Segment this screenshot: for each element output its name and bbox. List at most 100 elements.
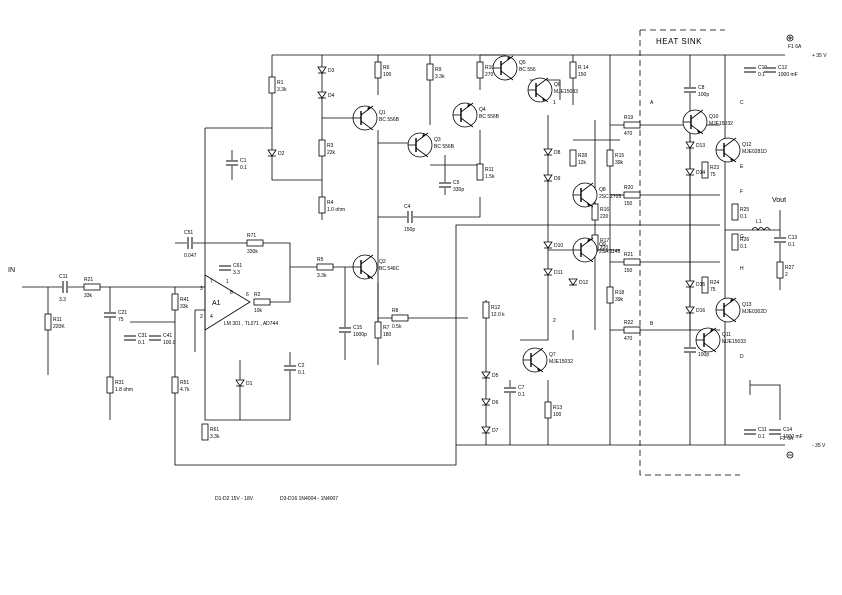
transistor-type: MJE15032 [549, 359, 573, 365]
resistor-name: R17 [600, 238, 609, 244]
pos-rail-label: + 35 V [812, 53, 827, 59]
resistor-name: R41 [180, 297, 189, 303]
node-2: 2 [553, 318, 556, 324]
transistor-name: Q11 [722, 332, 731, 338]
resistor-value: 220 [600, 214, 609, 220]
capacitor-name: C41 [163, 333, 172, 339]
resistor-value: 220K [53, 324, 65, 330]
capacitor-name: C5 [453, 180, 460, 186]
capacitor-name: C51 [184, 230, 193, 236]
transistor-type: MJE15032 [709, 121, 733, 127]
resistor-value: 270 [485, 72, 494, 78]
resistor-name: R61 [210, 427, 219, 433]
resistor-r8: R80.5k [391, 308, 409, 330]
resistor-name: R31 [115, 380, 124, 386]
capacitor-value: 100.0 [163, 340, 176, 346]
resistor-name: R16 [600, 207, 609, 213]
resistor-value: 1.0 ohm [327, 207, 345, 213]
resistor-value: 1.5k [485, 174, 495, 180]
capacitor-name: C10 [758, 65, 767, 71]
capacitor-c7: C70.1 [504, 385, 525, 398]
resistor-name: R28 [578, 153, 587, 159]
diode-name: D7 [492, 428, 499, 434]
diode-d12: D12 [568, 278, 588, 286]
resistor-name: R18 [615, 290, 624, 296]
resistor-name: R8 [392, 308, 399, 314]
opamp-pin4: 4 [210, 314, 213, 320]
diode-name: D10 [554, 243, 563, 249]
inductor-label: L1 [756, 219, 762, 225]
capacitor-value: 100p [698, 92, 709, 98]
resistor-name: R20 [624, 185, 633, 191]
resistor-name: R1 [277, 80, 284, 86]
diode-d7: D7 [481, 426, 499, 434]
resistor-value: 0.1 [740, 214, 747, 220]
resistor-value: 470 [624, 131, 633, 137]
resistor-r1: R13.3k [268, 76, 287, 94]
resistor-name: R12 [491, 305, 500, 311]
diode-name: D9 [554, 176, 561, 182]
resistor-value: 150 [578, 72, 587, 78]
diode-name: D8 [554, 150, 561, 156]
diode-name: D3 [328, 68, 335, 74]
capacitor-name: C11 [59, 274, 68, 280]
node-f: F [740, 189, 743, 195]
resistor-value: 75 [710, 172, 716, 178]
resistor-name: R23 [710, 165, 719, 171]
resistor-value: 330k [247, 249, 258, 255]
transistor-name: Q5 [519, 60, 526, 66]
heat-sink-outline [639, 29, 740, 476]
transistor-type: BC 546C [379, 266, 400, 272]
transistor-type: MJE15033 [554, 89, 578, 95]
resistor-value: 3.3k [277, 87, 287, 93]
resistor-value: 150 [624, 268, 633, 274]
resistor-name: R26 [740, 237, 749, 243]
resistor-value: 22k [327, 150, 336, 156]
resistor-name: R21 [84, 277, 93, 283]
note-zener: D1-D2 15V - 18V [215, 496, 254, 502]
node-e: E [740, 164, 744, 170]
capacitor-name: C15 [353, 325, 362, 331]
transistor-name: Q13 [742, 302, 752, 308]
opamp-pin1: 1 [226, 279, 229, 285]
resistor-value: 2 [785, 272, 788, 278]
resistor-value: 10k [254, 308, 263, 314]
transistor-type: BC 556 [519, 67, 536, 73]
opamp-pin7: 7 [210, 279, 213, 285]
capacitor-value: 0.1 [758, 72, 765, 78]
transistor-name: Q4 [479, 107, 486, 113]
capacitor-name: C14 [783, 427, 792, 433]
capacitor-c2: C20.1 [284, 363, 305, 376]
diode-d3: D3 [317, 66, 335, 74]
opamp-pin2: 2 [200, 314, 203, 320]
node-b: B [650, 321, 654, 327]
transistor-type: BC 556B [379, 117, 400, 123]
capacitor-c1: C10.1 [226, 158, 247, 171]
resistor-name: R21 [624, 252, 633, 258]
resistor-name: R11 [485, 167, 494, 173]
diode-name: D1 [246, 381, 253, 387]
capacitor-name: C21 [118, 310, 127, 316]
capacitor-value: 3.3 [233, 270, 240, 276]
resistor-name: R6 [383, 65, 390, 71]
resistor-value: 3.3k [210, 434, 220, 440]
resistor-name: R 14 [578, 65, 589, 71]
